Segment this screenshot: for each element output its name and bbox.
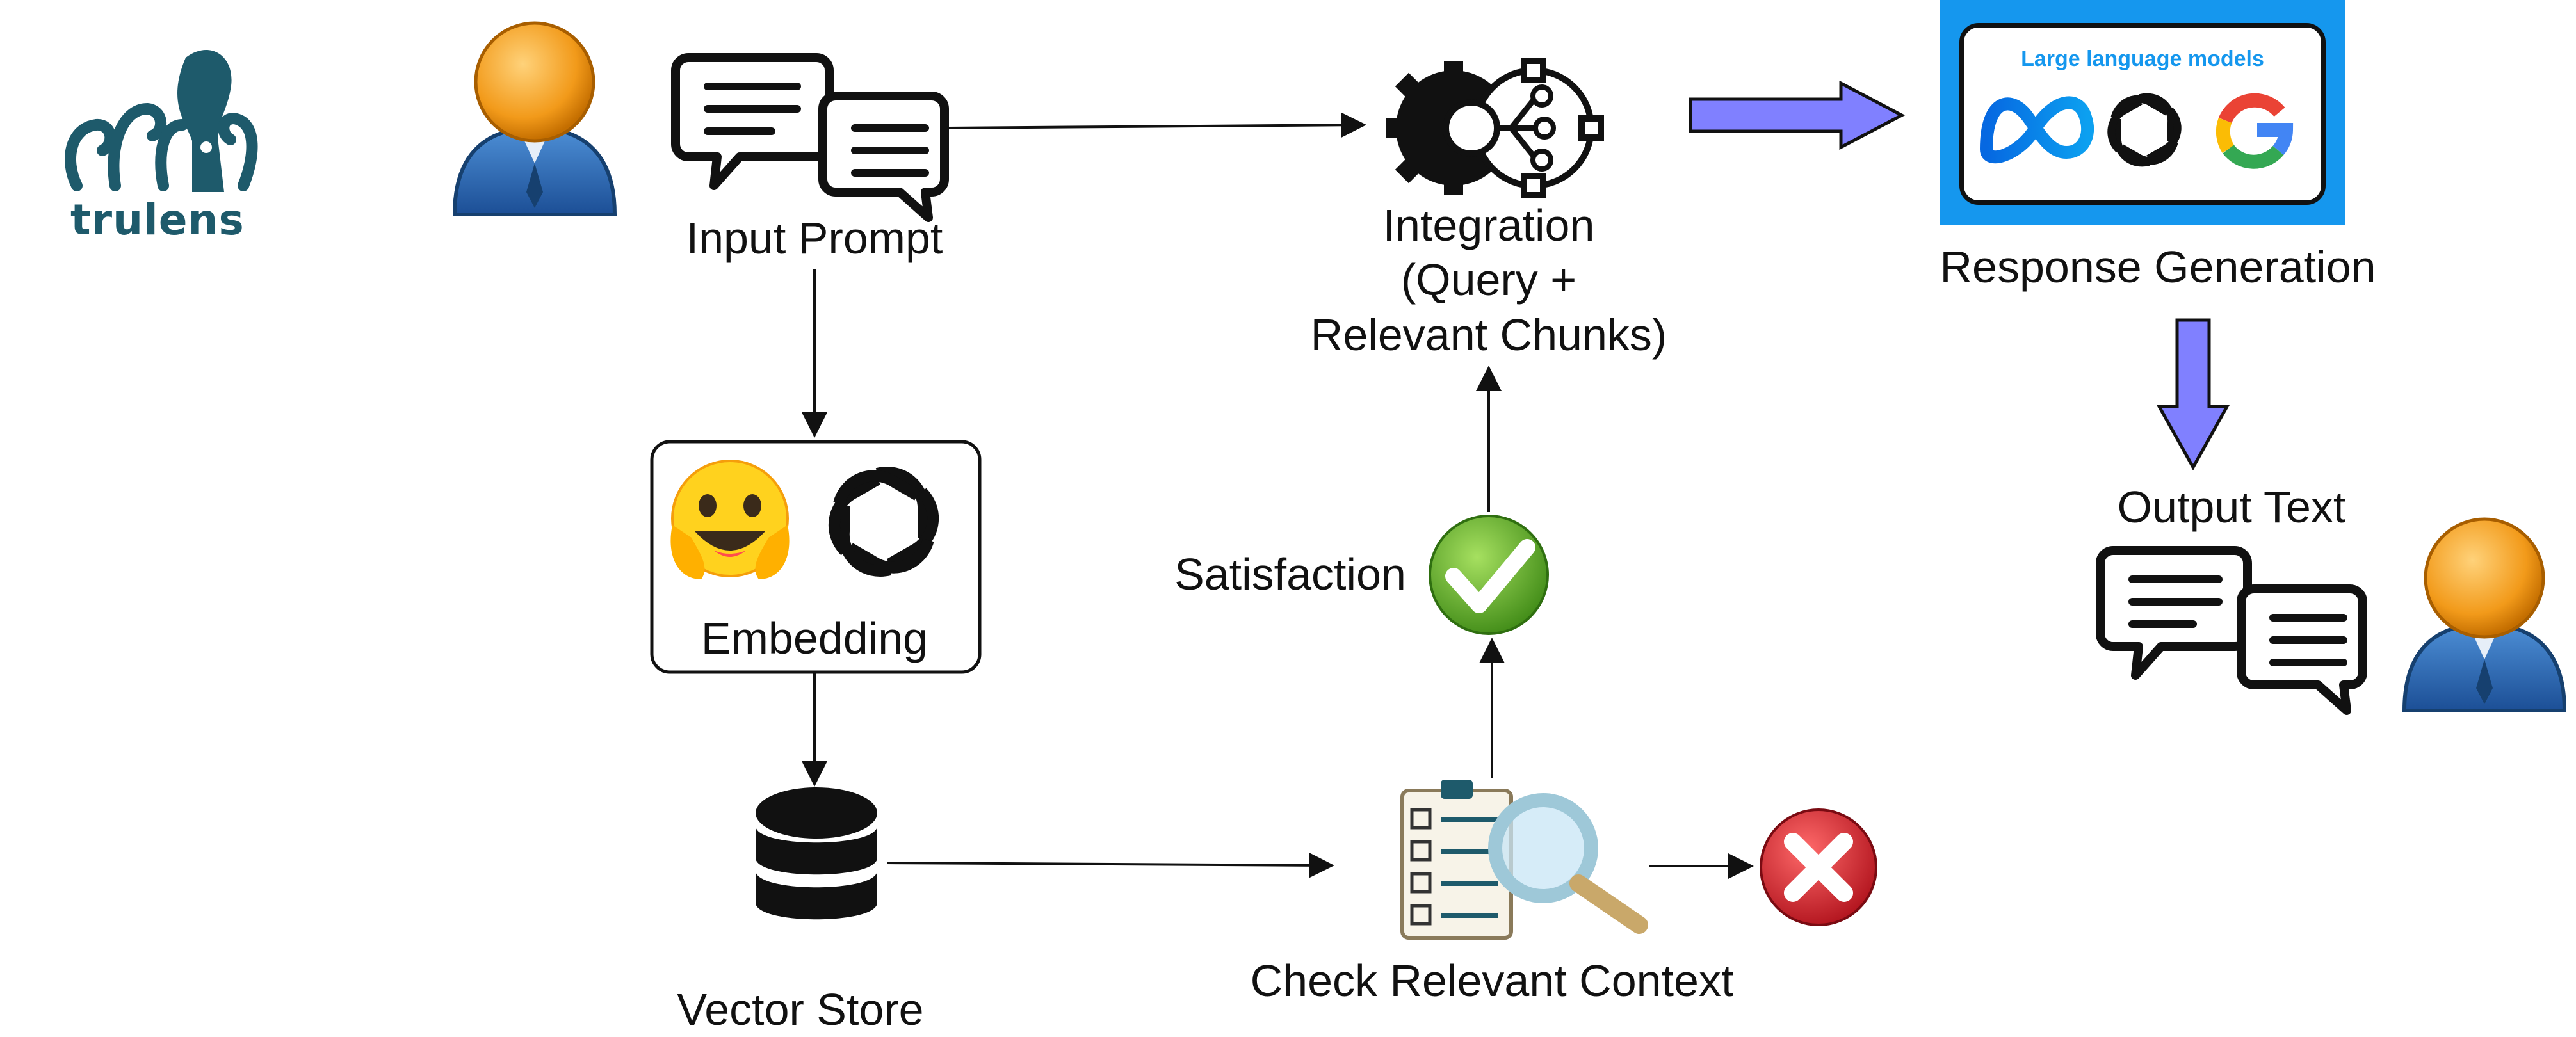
embedding-label: Embedding: [701, 613, 928, 663]
response-generation-label: Response Generation: [1940, 242, 2376, 292]
llm-logos: [1980, 28, 2294, 200]
arrow-vector-to-check: [886, 852, 1334, 878]
integration-line-1: Integration: [1382, 200, 1595, 250]
openai-icon: [821, 463, 946, 581]
gears-icon: [1386, 58, 1604, 198]
hugging-face-icon: [670, 460, 790, 579]
brand-name: trulens: [70, 195, 245, 245]
integration-line-3: Relevant Chunks): [1310, 309, 1667, 360]
integration-label: Integration (Query + Relevant Chunks): [1311, 198, 1667, 362]
llm-card: Large language models: [1959, 23, 2326, 205]
squid-logo-icon: [65, 50, 258, 193]
check-context-label: Check Relevant Context: [1250, 956, 1734, 1006]
chat-bubbles-icon: [671, 53, 949, 222]
green-check-icon: [1429, 515, 1549, 635]
input-prompt-label: Input Prompt: [686, 213, 943, 263]
checklist-magnifier-icon: [1400, 780, 1648, 940]
user-icon: [452, 21, 617, 216]
meta-icon: [1980, 96, 2094, 164]
chat-bubbles-icon: [2096, 546, 2367, 715]
integration-line-2: (Query +: [1400, 255, 1577, 305]
arrow-prompt-to-integration: [947, 112, 1366, 138]
arrow-to-llm: [1689, 80, 1906, 150]
llm-panel: Large language models: [1940, 0, 2345, 225]
llm-panel-title: Large language models: [2021, 47, 2264, 71]
output-text-label: Output Text: [2117, 482, 2346, 532]
red-cross-icon: [1760, 808, 1877, 926]
database-icon: [756, 787, 877, 920]
vector-store-label: Vector Store: [677, 985, 924, 1034]
arrow-to-output: [2156, 318, 2230, 471]
google-icon: [2216, 93, 2294, 169]
satisfaction-label: Satisfaction: [1174, 549, 1406, 599]
user-icon: [2402, 517, 2567, 712]
openai-icon: [2102, 90, 2186, 170]
